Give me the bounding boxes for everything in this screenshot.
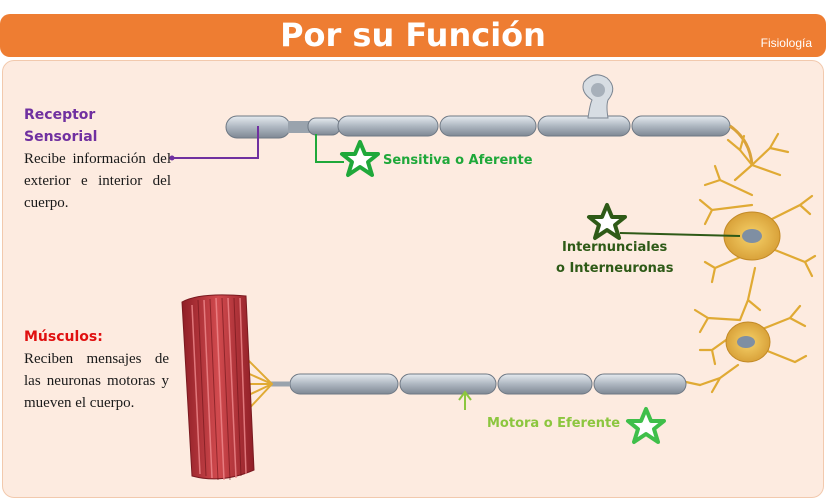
internunciales-label: Internunciales xyxy=(562,240,668,255)
sensory-neuron xyxy=(225,74,754,166)
musculos-text-block: Músculos: Reciben mensajes de las neuron… xyxy=(24,326,169,414)
receptor-description: Recibe información del exterior e interi… xyxy=(24,151,171,211)
musculos-heading: Músculos: xyxy=(24,329,103,345)
interneuron-star-icon xyxy=(587,203,627,240)
receptor-text-block: Receptor Sensorial Recibe información de… xyxy=(24,104,171,214)
interneuron-cluster xyxy=(684,132,817,394)
musculos-description: Reciben mensajes de las neuronas motoras… xyxy=(24,351,169,411)
interneuronas-label: o Interneuronas xyxy=(556,261,674,276)
receptor-pointer-line xyxy=(172,126,259,159)
sensitiva-star-icon xyxy=(340,140,380,177)
sensitiva-pointer-line xyxy=(315,134,344,163)
muscle-bundle xyxy=(181,294,255,481)
subject-tag: Fisiología xyxy=(760,36,812,50)
page-title: Por su Función xyxy=(280,16,546,54)
motora-label: Motora o Eferente xyxy=(487,416,621,431)
motora-star-icon xyxy=(626,407,666,444)
sensitiva-label: Sensitiva o Aferente xyxy=(383,153,533,168)
motor-neuron xyxy=(233,351,687,415)
interneuron-pointer-line xyxy=(619,232,741,237)
receptor-heading: Receptor Sensorial xyxy=(24,107,98,145)
header-bar xyxy=(0,14,826,57)
